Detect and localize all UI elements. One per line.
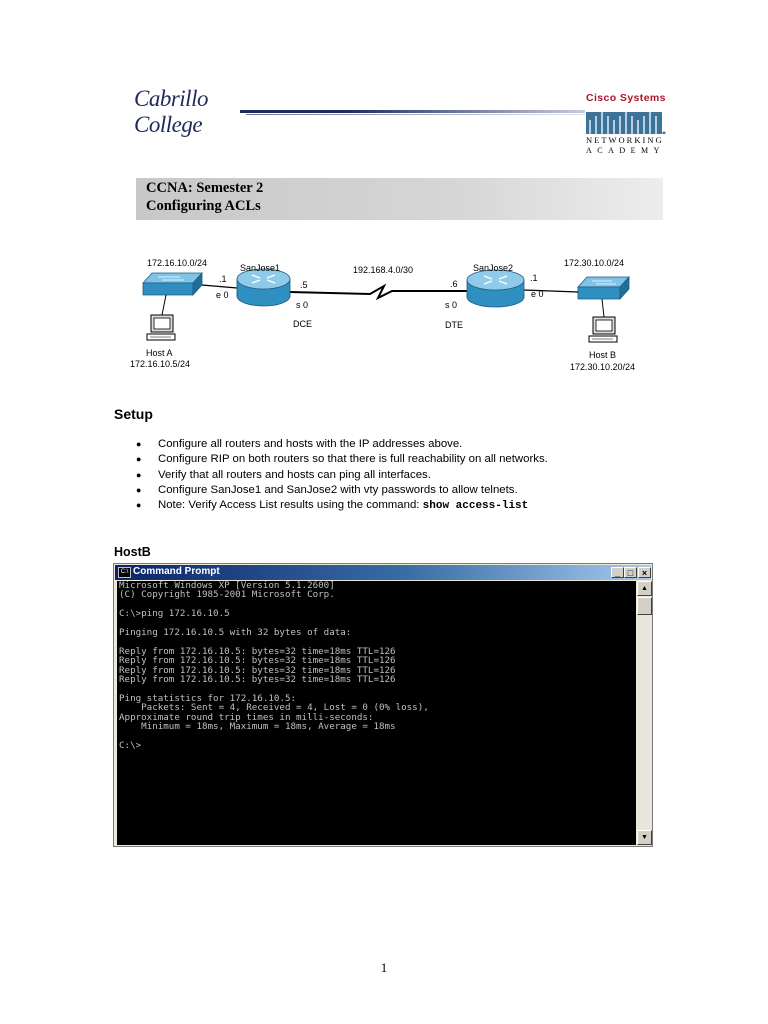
sanjose1-router-icon bbox=[236, 268, 291, 307]
left-network-label: 172.16.10.0/24 bbox=[147, 258, 208, 268]
host-b-link bbox=[601, 298, 605, 318]
serial-link bbox=[289, 283, 467, 301]
scroll-up-button[interactable]: ▲ bbox=[637, 581, 652, 596]
network-topology-diagram bbox=[142, 268, 630, 343]
setup-heading: Setup bbox=[114, 406, 153, 422]
cmd-app-icon[interactable]: C:\ bbox=[118, 567, 131, 578]
bullet-icon: ● bbox=[136, 500, 142, 511]
command-prompt-window[interactable]: C:\ Command Prompt _ □ × Microsoft Windo… bbox=[113, 563, 653, 847]
sanjose2-router-icon bbox=[466, 269, 525, 308]
bullet-icon: ● bbox=[136, 469, 142, 480]
left-switch-icon bbox=[142, 271, 203, 297]
cisco-bridge-icon bbox=[586, 112, 666, 134]
header-rule-thin bbox=[246, 114, 586, 115]
r2-e0-address: .1 bbox=[530, 273, 538, 283]
hostb-heading: HostB bbox=[114, 545, 151, 559]
title-band bbox=[136, 178, 663, 220]
host-b-ip: 172.30.10.20/24 bbox=[570, 362, 636, 372]
console-output-area[interactable]: Microsoft Windows XP [Version 5.1.2600] … bbox=[117, 581, 636, 845]
list-item: ● Configure SanJose1 and SanJose2 with vt… bbox=[136, 483, 548, 498]
host-a-link bbox=[161, 294, 167, 316]
host-b-computer-icon bbox=[588, 316, 618, 343]
r1-e0-interface: e 0 bbox=[216, 290, 229, 300]
r2-s0-interface: s 0 bbox=[445, 300, 458, 310]
lab-title: Configuring ACLs bbox=[146, 198, 261, 214]
bullet-text: Configure all routers and hosts with the… bbox=[158, 438, 463, 450]
bullet-text: Verify that all routers and hosts can pi… bbox=[158, 468, 431, 481]
wan-network-label: 192.168.4.0/30 bbox=[353, 265, 414, 275]
bullet-icon: ● bbox=[136, 484, 142, 495]
r2-clock-type: DTE bbox=[445, 320, 463, 330]
bullet-text: Configure SanJose1 and SanJose2 with vty… bbox=[158, 483, 518, 496]
list-item: ● Note: Verify Access List results using … bbox=[136, 498, 548, 513]
bullet-icon: ● bbox=[136, 439, 142, 449]
course-title: CCNA: Semester 2 bbox=[146, 180, 264, 196]
host-a-computer-icon bbox=[146, 314, 176, 341]
r2-e0-interface: e 0 bbox=[531, 289, 544, 299]
router1-name-label: SanJose1 bbox=[240, 263, 281, 273]
right-switch-icon bbox=[577, 275, 630, 301]
list-item: ● Configure RIP on both routers so that t… bbox=[136, 452, 548, 467]
window-title: Command Prompt bbox=[133, 566, 220, 577]
right-ethernet-link bbox=[523, 289, 579, 293]
r1-e0-address: .1 bbox=[219, 274, 227, 284]
header-rule bbox=[240, 110, 585, 113]
console-output-text: Microsoft Windows XP [Version 5.1.2600] … bbox=[119, 581, 429, 751]
host-a-ip: 172.16.10.5/24 bbox=[130, 359, 191, 369]
page-number: 1 bbox=[380, 960, 388, 975]
r1-s0-address: .5 bbox=[300, 280, 308, 290]
scroll-thumb[interactable] bbox=[637, 597, 652, 615]
cisco-systems-wordmark: Cisco Systems bbox=[586, 92, 666, 104]
left-ethernet-link bbox=[201, 284, 238, 289]
vertical-scrollbar[interactable]: ▲ ▼ bbox=[637, 581, 652, 845]
list-item: ● Verify that all routers and hosts can p… bbox=[136, 468, 548, 483]
maximize-button[interactable]: □ bbox=[624, 567, 637, 578]
r2-s0-address: .6 bbox=[450, 279, 458, 289]
bullet-icon: ● bbox=[136, 454, 142, 465]
networking-wordmark: NETWORKING bbox=[586, 135, 664, 145]
cisco-networking-academy-logo: Cisco Systems NETWORKING ACADEMY bbox=[586, 92, 666, 158]
note-command: show access-list bbox=[422, 500, 529, 513]
bullet-text: Configure RIP on both routers so that th… bbox=[158, 453, 548, 466]
window-titlebar[interactable]: C:\ Command Prompt _ □ × bbox=[115, 565, 651, 580]
list-item: ● Configure all routers and hosts with th… bbox=[136, 437, 548, 452]
r1-s0-interface: s 0 bbox=[296, 300, 309, 310]
note-text: Note: Verify Access List results using t… bbox=[158, 499, 423, 512]
cabrillo-college-logo: Cabrillo College bbox=[134, 86, 208, 137]
academy-wordmark: ACADEMY bbox=[586, 146, 665, 155]
minimize-button[interactable]: _ bbox=[611, 567, 624, 578]
host-a-name: Host A bbox=[146, 348, 173, 358]
router2-name-label: SanJose2 bbox=[473, 263, 514, 273]
scroll-down-button[interactable]: ▼ bbox=[637, 830, 652, 845]
right-network-label: 172.30.10.0/24 bbox=[564, 258, 625, 268]
setup-bullet-list: ● Configure all routers and hosts with th… bbox=[136, 437, 548, 513]
close-button[interactable]: × bbox=[638, 567, 651, 578]
host-b-name: Host B bbox=[589, 350, 617, 360]
r1-clock-type: DCE bbox=[293, 319, 313, 329]
